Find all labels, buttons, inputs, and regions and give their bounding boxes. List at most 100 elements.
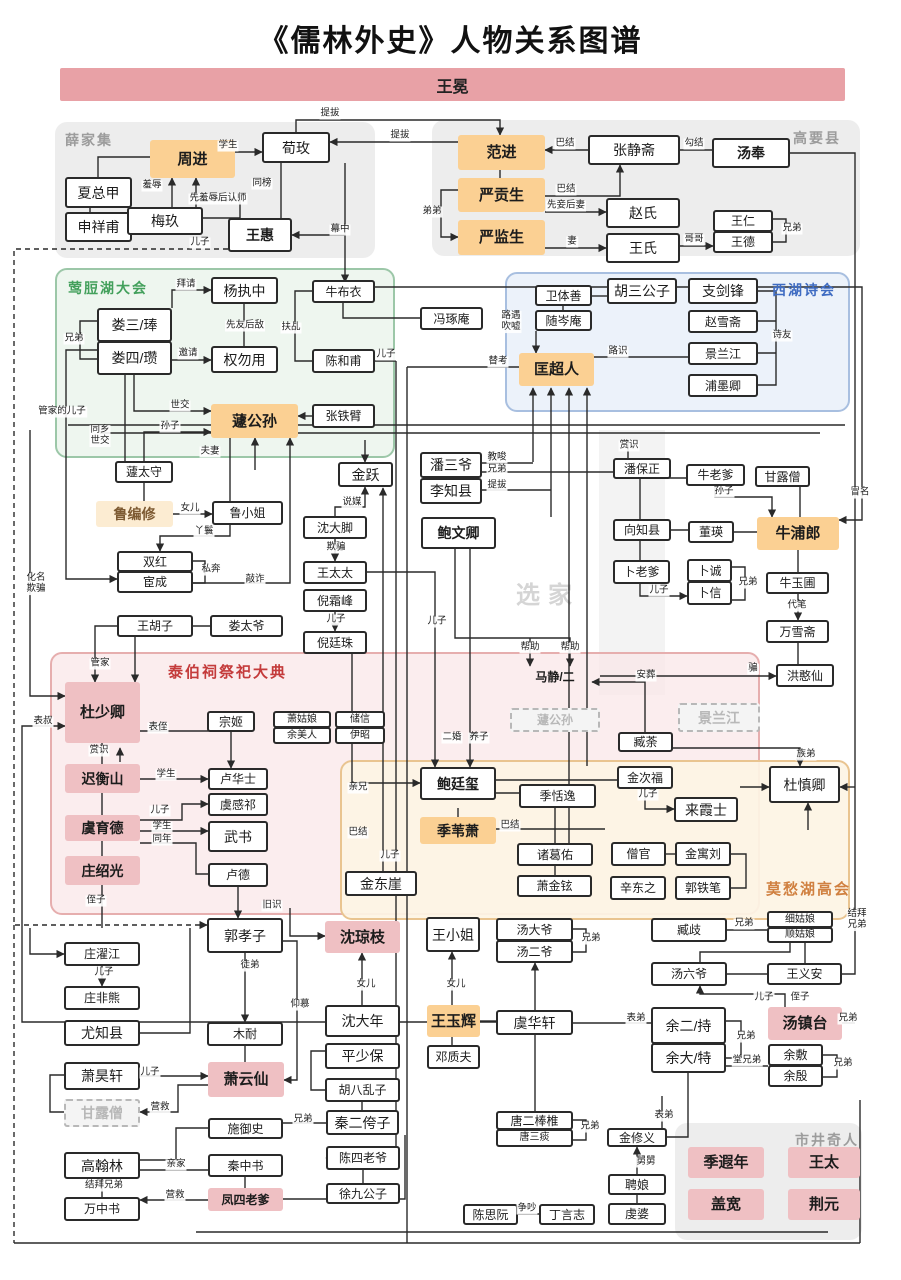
diagram-node: 施御史 [208, 1118, 283, 1139]
diagram-node: 向知县 [613, 519, 671, 541]
diagram-node: 王义安 [767, 963, 842, 985]
edge-label: 亲家 [165, 1158, 187, 1171]
edge-label: 亲兄 [347, 781, 369, 794]
diagram-node: 鲁小姐 [212, 501, 283, 525]
edge-label: 弟弟 [421, 205, 443, 218]
diagram-node: 季遐年 [688, 1147, 764, 1178]
diagram-node: 甘露僧 [64, 1099, 140, 1127]
edge-label: 帮助 [559, 641, 581, 654]
diagram-node: 邓质夫 [427, 1045, 480, 1069]
diagram-node: 潘三爷 [420, 452, 482, 478]
diagram-node: 木耐 [207, 1022, 283, 1046]
edge-label: 养子 [468, 731, 490, 744]
diagram-node: 储信 [335, 711, 385, 728]
edge-label: 兄弟 [579, 1120, 601, 1133]
edge-label: 学生 [151, 820, 173, 833]
diagram-node: 盖宽 [688, 1189, 764, 1220]
region-label-taibosi-jisidadian: 泰伯祠祭祀大典 [168, 664, 288, 681]
banner-label: 王冕 [436, 78, 469, 96]
diagram-node: 徐九公子 [326, 1183, 400, 1204]
diagram-node: 赵雪斋 [688, 310, 758, 333]
edge-label: 欺骗 [325, 541, 347, 554]
edge-label: 骗 [747, 662, 759, 675]
edge-label: 扶乩 [280, 321, 302, 334]
diagram-node: 尤知县 [64, 1020, 140, 1046]
edge-label: 赏识 [88, 744, 110, 757]
diagram-node: 鲍廷玺 [420, 767, 496, 800]
diagram-node: 僧官 [611, 842, 666, 866]
diagram-node: 支剑锋 [688, 278, 758, 304]
diagram-node: 鲁编修 [96, 501, 173, 527]
diagram-node: 杜慎卿 [769, 766, 840, 803]
edge-label: 族弟 [795, 748, 817, 761]
diagram-node: 权勿用 [211, 346, 278, 373]
watermark-xuanjia: 选家 [516, 582, 580, 609]
edge-label: 路遇 吹嘘 [500, 310, 522, 333]
edge-label: 营救 [164, 1189, 186, 1202]
diagram-node: 来霞士 [674, 797, 738, 822]
edge-label: 帮助 [519, 641, 541, 654]
edge-label: 儿子 [379, 849, 401, 862]
edge-label: 争吵 [516, 1202, 538, 1215]
diagram-node: 王小姐 [426, 917, 480, 952]
diagram-node: 卫体善 [535, 285, 592, 306]
diagram-node: 金次福 [617, 766, 673, 789]
edge-label: 兄弟 [292, 1113, 314, 1126]
edge-label: 兄弟 [832, 1057, 854, 1070]
edge-label: 巴结 [347, 826, 369, 839]
diagram-node: 娄三/琫 [97, 308, 172, 342]
diagram-node: 余大/特 [651, 1043, 726, 1073]
diagram-node: 洪憨仙 [776, 664, 834, 687]
edge-label: 儿子 [139, 1066, 161, 1079]
diagram-node: 胡三公子 [607, 278, 677, 304]
diagram-node: 王氏 [606, 233, 680, 263]
diagram-node: 虞育德 [65, 815, 140, 841]
region-label-gaoyaoxian: 高要县 [793, 130, 841, 146]
diagram-node: 胡八乱子 [325, 1078, 400, 1102]
edge-label: 巴结 [554, 137, 576, 150]
edge-label: 旧识 [261, 899, 283, 912]
edge-label: 世交 [169, 399, 191, 412]
diagram-node: 汤奉 [712, 138, 790, 168]
edge-label: 舅舅 [635, 1155, 657, 1168]
edge-label: 女儿 [179, 502, 201, 515]
edge-label: 巴结 [555, 183, 577, 196]
diagram-node: 宗姬 [207, 711, 255, 732]
diagram-node: 汤二爷 [496, 940, 573, 963]
diagram-node: 荆元 [788, 1189, 860, 1220]
region-label-shijing-qiren: 市井奇人 [795, 1132, 859, 1148]
diagram-node: 潘保正 [613, 458, 671, 479]
diagram-node: 倪廷珠 [303, 631, 367, 654]
diagram-node: 冯琢庵 [420, 307, 483, 330]
diagram-node: 汤大爷 [496, 918, 573, 941]
diagram-node: 辛东之 [610, 876, 666, 900]
diagram-node: 鲍文卿 [421, 517, 496, 549]
diagram-node: 牛布衣 [312, 280, 375, 303]
diagram-node: 余殷 [768, 1065, 823, 1087]
diagram-node: 金东崖 [345, 871, 417, 896]
diagram-node: 申祥甫 [65, 212, 132, 242]
diagram-node: 沈琼枝 [325, 921, 400, 953]
diagram-node: 庄非熊 [64, 986, 140, 1010]
diagram-node: 沈大年 [325, 1005, 400, 1037]
edge-label: 结拜 兄弟 [846, 908, 868, 931]
edge-label: 兄弟 [735, 1030, 757, 1043]
edge-label: 女儿 [355, 978, 377, 991]
region-label-xuejiaji: 薛家集 [65, 132, 113, 148]
diagram-node: 张静斋 [588, 135, 680, 165]
diagram-node: 马静/二 [535, 670, 575, 684]
edge-label: 儿子 [648, 584, 670, 597]
edge-label: 仰慕 [289, 998, 311, 1011]
diagram-node: 万中书 [64, 1197, 140, 1221]
edge-label: 表侄 [147, 721, 169, 734]
edge-label: 儿子 [325, 613, 347, 626]
edge-label: 二婚 [441, 731, 463, 744]
diagram-node: 汤六爷 [651, 962, 727, 986]
diagram-node: 余敷 [768, 1044, 823, 1066]
edge-label: 代笔 [786, 599, 808, 612]
edge-label: 拜请 [175, 278, 197, 291]
edge-label: 兄弟 [737, 576, 759, 589]
edge-label: 儿子 [149, 804, 171, 817]
diagram-node: 沈大脚 [303, 516, 367, 539]
diagram-node: 虔婆 [608, 1203, 666, 1225]
